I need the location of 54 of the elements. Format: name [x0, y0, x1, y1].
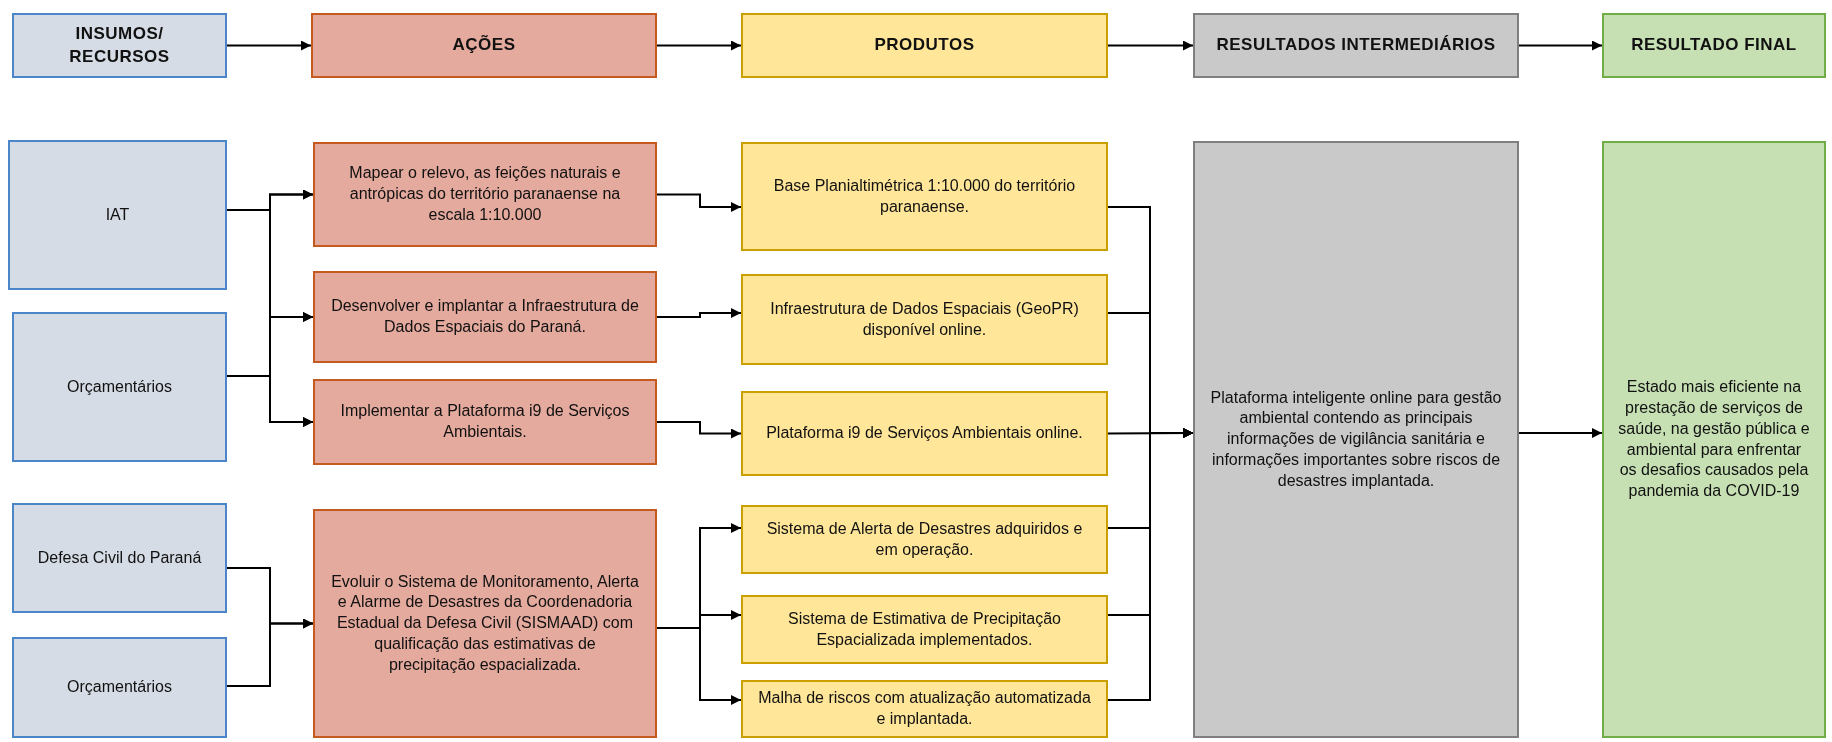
- box-text: Base Planialtimétrica 1:10.000 do território paranaense.: [772, 175, 1077, 217]
- column-header-box: [12, 13, 227, 78]
- action-box: [313, 271, 657, 363]
- box-text: Desenvolver e implantar a Infraestrutura de Dados Espaciais do Paraná.: [330, 296, 640, 337]
- arrow: [1107, 428, 1194, 701]
- box-text: Defesa Civil do Paraná: [37, 547, 202, 568]
- column-header-box: [741, 13, 1108, 78]
- product-box: [741, 595, 1108, 664]
- action-box: [313, 509, 657, 738]
- product-box: [741, 142, 1108, 251]
- product-box: [741, 391, 1108, 476]
- arrow: [1107, 40, 1194, 51]
- box-text: Implementar a Plataforma i9 de Serviços Ambientais.: [339, 401, 631, 442]
- input-box: [12, 503, 227, 613]
- action-box: [313, 379, 657, 465]
- product-box: [741, 274, 1108, 365]
- box-text: Infraestrutura de Dados Espaciais (GeoPR) disponível online.: [769, 298, 1080, 340]
- final-result-box: [1602, 141, 1826, 738]
- box-text: Evoluir o Sistema de Monitoramento, Alerta e Alarme de Desastres da Coordenadoria Estadual da Defesa Civil (SISMAAD) com qualificação das estimativas de precipitação espacializada.: [330, 571, 640, 675]
- box-text: Mapear o relevo, as feições naturais e antrópicas do território paranaense na escala 1:10.000: [348, 163, 622, 225]
- column-heading: RESULTADOS INTERMEDIÁRIOS: [1216, 34, 1496, 57]
- box-text: IAT: [105, 204, 130, 225]
- arrow: [1518, 428, 1603, 438]
- arrow: [226, 40, 312, 51]
- box-text: Orçamentários: [67, 677, 172, 698]
- arrow: [656, 40, 742, 51]
- box-text: Plataforma i9 de Serviços Ambientais online.: [766, 423, 1083, 444]
- arrow: [656, 193, 742, 212]
- input-box: [12, 637, 227, 738]
- input-box: [8, 140, 227, 290]
- action-box: [313, 142, 657, 247]
- arrow: [226, 618, 314, 687]
- box-text: Malha de riscos com atualização automatizada e implantada.: [757, 688, 1092, 729]
- column-heading: AÇÕES: [452, 34, 516, 57]
- column-heading: INSUMOS/ RECURSOS: [68, 23, 171, 68]
- column-header-box: [311, 13, 657, 78]
- column-heading: PRODUTOS: [874, 34, 975, 57]
- column-header-box: [1193, 13, 1519, 78]
- arrow: [226, 375, 314, 427]
- box-text: Plataforma inteligente online para gestão ambiental contendo as principais informações de vigilância sanitária e informações importantes sobre riscos de desastres implantada.: [1209, 387, 1503, 491]
- box-text: Orçamentários: [67, 376, 172, 397]
- arrow: [656, 421, 742, 439]
- arrow: [1518, 40, 1603, 51]
- result-box: [1193, 141, 1519, 738]
- column-header-box: [1602, 13, 1826, 78]
- box-text: Sistema de Alerta de Desastres adquiridos e em operação.: [765, 518, 1084, 560]
- product-box: [741, 505, 1108, 574]
- arrow: [656, 627, 742, 705]
- arrow: [656, 308, 742, 318]
- product-box: [741, 680, 1108, 738]
- column-heading: RESULTADO FINAL: [1631, 34, 1797, 57]
- box-text: Estado mais eficiente na prestação de serviços de saúde, na gestão pública e ambiental para enfrentar os desafios causados pela pandemia da COVID-19: [1618, 377, 1810, 502]
- box-text: Sistema de Estimativa de Precipitação Espacializada implementados.: [787, 608, 1062, 650]
- input-box: [12, 312, 227, 462]
